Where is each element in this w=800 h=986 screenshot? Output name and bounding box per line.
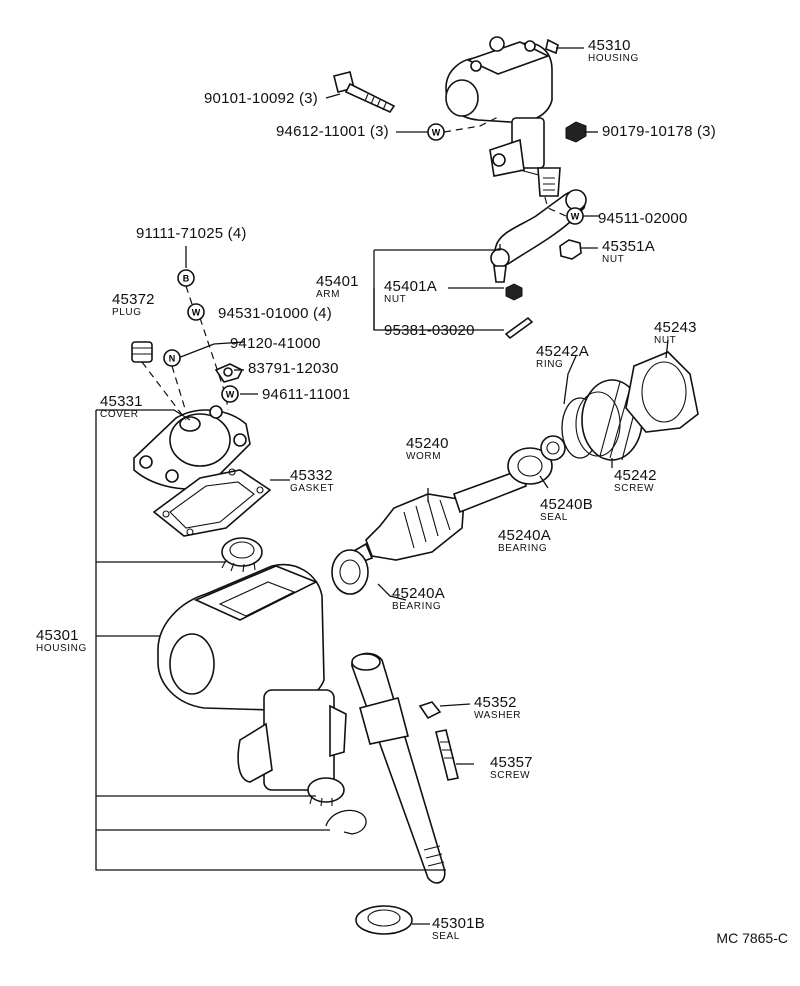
bolt-90101 (333, 71, 396, 114)
label-45240A-lower: 45240A BEARING (392, 585, 445, 612)
bearing-45240A-upper (507, 447, 553, 485)
label-94611: 94611-11001 (262, 386, 351, 403)
label-45351A: 45351A NUT (602, 238, 655, 265)
label-94120: 94120-41000 (230, 335, 321, 352)
sector-shaft (351, 652, 446, 884)
bearing-45240A-lower (331, 549, 369, 595)
svg-text:B: B (183, 274, 190, 284)
drawing-reference-code: MC 7865-C (716, 930, 788, 946)
nut-45351A (559, 239, 582, 260)
label-45243: 45243 NUT (654, 319, 697, 346)
label-94511: 94511-02000 (598, 210, 688, 227)
seal-45301B (355, 905, 413, 935)
label-45240B: 45240B SEAL (540, 496, 593, 523)
label-45331: 45331 COVER (100, 393, 143, 420)
worm-45240 (351, 468, 528, 566)
snap-ring (325, 809, 367, 835)
gasket-45332 (152, 468, 272, 537)
top-housing-45310 (445, 36, 561, 197)
label-45357: 45357 SCREW (490, 754, 533, 781)
label-45352: 45352 WASHER (474, 694, 522, 721)
label-90179: 90179-10178 (3) (602, 123, 716, 140)
label-45372: 45372 PLUG (112, 291, 155, 318)
marker-w-94511: W (566, 207, 584, 225)
label-45301B: 45301B SEAL (432, 915, 485, 942)
cover-45331 (133, 405, 251, 490)
pitman-arm-45401 (490, 189, 587, 283)
screw-83791 (214, 363, 244, 383)
lock-nut-45243 (625, 351, 699, 433)
svg-text:N: N (169, 354, 176, 364)
screw-45357 (435, 729, 459, 781)
svg-text:W: W (571, 212, 580, 222)
svg-text:W: W (432, 128, 441, 138)
needle-bearing (221, 537, 263, 573)
leader-lines (95, 47, 669, 925)
svg-text:W: W (192, 308, 201, 318)
label-45301: 45301 HOUSING (36, 627, 87, 654)
label-45240: 45240 WORM (406, 435, 449, 462)
marker-w-94531: W (187, 303, 205, 321)
main-housing-45301 (157, 563, 347, 807)
marker-b-91111: B (177, 269, 195, 287)
label-91111: 91111-71025 (4) (136, 225, 247, 242)
label-95381: 95381-03020 (384, 322, 475, 339)
nut-45401A (505, 283, 523, 301)
label-45242: 45242 SCREW (614, 467, 657, 494)
cotter-pin-95381 (504, 316, 534, 340)
label-94531: 94531-01000 (4) (218, 305, 332, 322)
plug-45372 (131, 341, 153, 363)
label-83791: 83791-12030 (248, 360, 339, 377)
marker-w-94611: W (221, 385, 239, 403)
label-45310: 45310 HOUSING (588, 37, 639, 64)
svg-text:W: W (226, 390, 235, 400)
label-90101: 90101-10092 (3) (204, 90, 318, 107)
label-94612: 94612-11001 (3) (276, 123, 389, 140)
seal-45240B (540, 435, 566, 461)
marker-w-94612: W (427, 123, 445, 141)
label-45242A: 45242A RING (536, 343, 589, 370)
marker-n-94120: N (163, 349, 181, 367)
label-45401: 45401 ARM (316, 273, 359, 300)
washer-45352 (418, 701, 442, 720)
label-45332: 45332 GASKET (290, 467, 335, 494)
label-45401A: 45401A NUT (384, 278, 437, 305)
label-45240A-upper: 45240A BEARING (498, 527, 551, 554)
nut-90179 (565, 121, 587, 143)
